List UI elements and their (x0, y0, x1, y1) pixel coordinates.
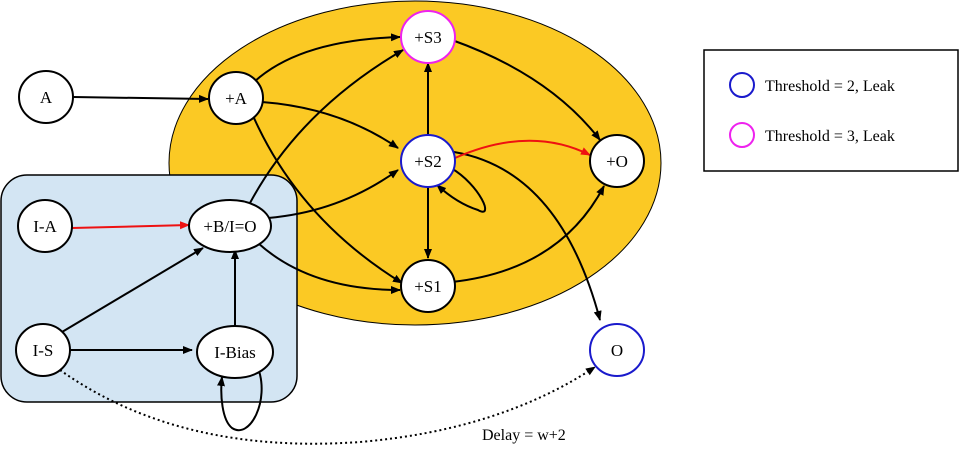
edges (59, 33, 605, 445)
node-bio-label: +B/I=O (203, 217, 256, 236)
node-o: O (589, 323, 645, 377)
edge-plus-a-to-s2 (261, 101, 399, 149)
node-is-label: I-S (33, 341, 54, 360)
node-s2-label: +S2 (414, 152, 442, 171)
node-ia-label: I-A (33, 217, 57, 236)
node-s1: +S1 (400, 259, 456, 313)
legend-threshold2-label: Threshold = 2, Leak (765, 78, 895, 95)
node-s1-label: +S1 (414, 277, 442, 296)
edge-ia-to-bio-red (71, 221, 190, 230)
node-a-label: A (40, 88, 53, 107)
red-edges (71, 139, 591, 230)
node-ibias-label: I-Bias (214, 343, 256, 362)
node-plus-o-label: +O (606, 152, 628, 171)
edge-s2-self-loop (436, 167, 487, 213)
legend-threshold3-label: Threshold = 3, Leak (765, 128, 895, 145)
legend-threshold2-swatch (729, 72, 755, 98)
edge-a-to-plus-a (72, 94, 209, 103)
edge-bio-to-s1 (257, 242, 401, 294)
edge-bio-to-s2 (267, 169, 399, 219)
edge-is-to-o-dotted (59, 366, 596, 445)
legend-box (703, 49, 959, 172)
edge-ibias-self-loop (217, 367, 263, 432)
node-ia: I-A (17, 199, 73, 253)
node-s2: +S2 (400, 134, 456, 188)
node-is: I-S (15, 323, 71, 377)
node-bio: +B/I=O (188, 199, 272, 253)
node-plus-a-label: +A (225, 89, 248, 108)
node-a: A (18, 70, 74, 124)
edge-s2-to-o (453, 151, 602, 321)
node-s3-label: +S3 (414, 28, 442, 47)
edge-plus-a-to-s3 (253, 33, 401, 83)
node-plus-o: +O (589, 134, 645, 188)
edge-is-to-bio (61, 247, 204, 333)
node-o-label: O (611, 341, 623, 360)
legend-threshold3-swatch (729, 122, 755, 148)
edge-s3-to-plus-o (451, 39, 601, 141)
legend: Threshold = 2, Leak Threshold = 3, Leak (703, 49, 959, 172)
node-ibias: I-Bias (196, 325, 274, 379)
edge-bio-to-s3 (249, 49, 404, 204)
edge-s1-to-plus-o (451, 185, 605, 283)
edge-s2-to-plus-o-red (454, 139, 591, 159)
delay-edge-label: Delay = w+2 (482, 427, 566, 444)
node-s3: +S3 (400, 10, 456, 64)
node-plus-a: +A (208, 71, 264, 125)
